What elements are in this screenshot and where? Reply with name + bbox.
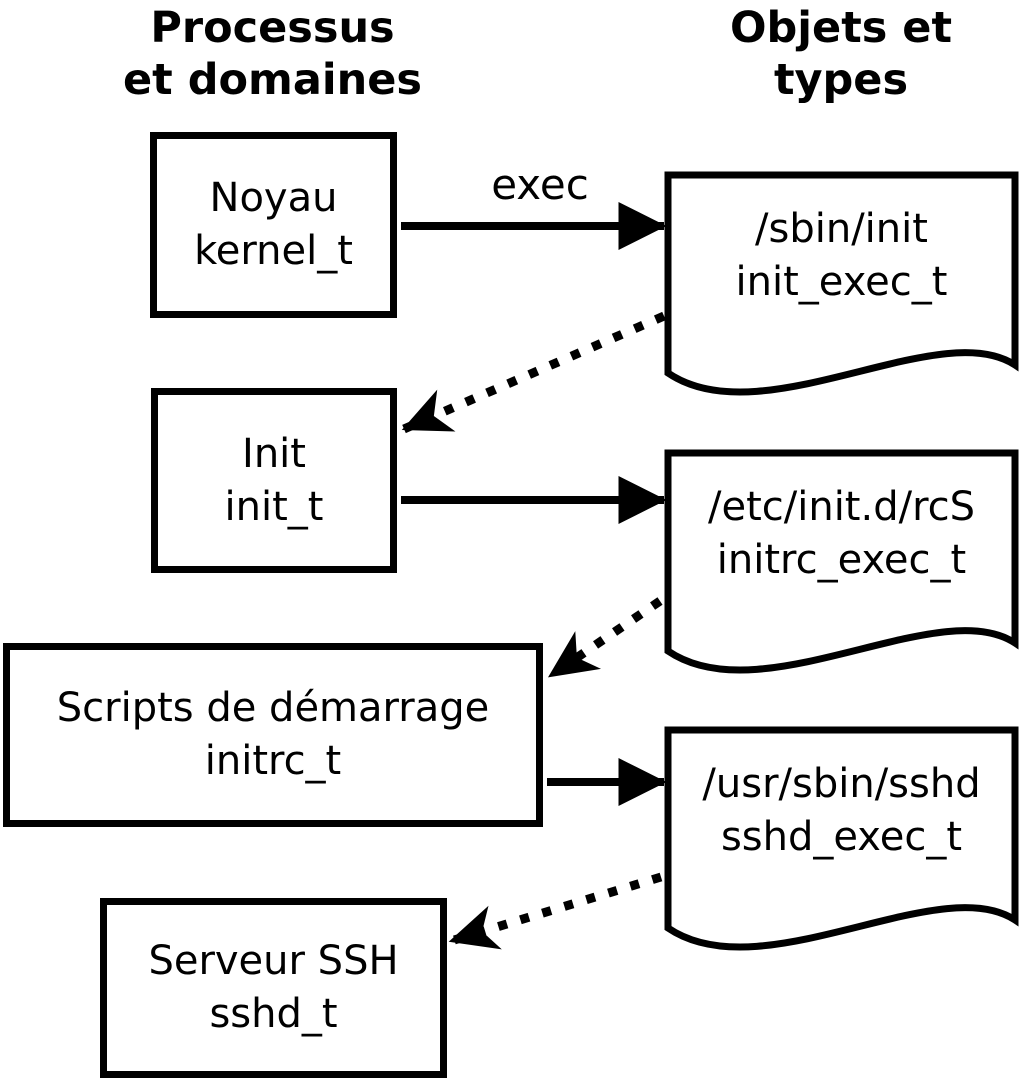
header-line: types — [773, 55, 909, 105]
transition-arrow-sshdexec-to-sshd — [448, 872, 663, 950]
document-shape-etc-initd-rcs — [664, 449, 1019, 674]
process-box-sshd: Serveur SSH sshd_t — [100, 898, 447, 1078]
object-path: /sbin/init — [755, 206, 928, 252]
process-name: Init — [242, 430, 306, 477]
process-name: Scripts de démarrage — [56, 685, 490, 731]
process-domain: kernel_t — [194, 228, 353, 274]
object-label-sbin-init: /sbin/init init_exec_t — [668, 203, 1015, 309]
header-line: Objets et — [729, 3, 953, 53]
process-domain: initrc_t — [204, 738, 342, 784]
transition-arrow-initexec-to-init — [401, 311, 666, 434]
object-type: sshd_exec_t — [720, 814, 963, 860]
process-box-initrc: Scripts de démarrage initrc_t — [3, 643, 543, 827]
object-label-etc-initd-rcs: /etc/init.d/rcS initrc_exec_t — [668, 481, 1015, 587]
object-type: init_exec_t — [735, 259, 948, 305]
process-domain: init_t — [224, 483, 324, 530]
document-shape-sbin-init — [664, 171, 1019, 396]
transition-arrow-initrcexec-to-initrc — [547, 597, 663, 680]
column-header-processes: Processus et domaines — [90, 2, 455, 106]
header-line: et domaines — [123, 55, 422, 105]
document-shape-usr-sbin-sshd — [664, 726, 1019, 951]
object-path: /usr/sbin/sshd — [702, 761, 981, 807]
process-name: Serveur SSH — [148, 938, 399, 984]
object-type: initrc_exec_t — [716, 537, 967, 583]
object-path: /etc/init.d/rcS — [707, 484, 976, 530]
process-box-init: Init init_t — [151, 388, 397, 573]
process-box-kernel: Noyau kernel_t — [150, 132, 397, 318]
process-name: Noyau — [209, 175, 338, 221]
exec-edge-label: exec — [491, 160, 589, 209]
header-line: Processus — [150, 3, 395, 53]
process-domain: sshd_t — [209, 991, 338, 1037]
column-header-objects: Objets et types — [666, 2, 1016, 106]
object-label-usr-sbin-sshd: /usr/sbin/sshd sshd_exec_t — [668, 758, 1015, 864]
